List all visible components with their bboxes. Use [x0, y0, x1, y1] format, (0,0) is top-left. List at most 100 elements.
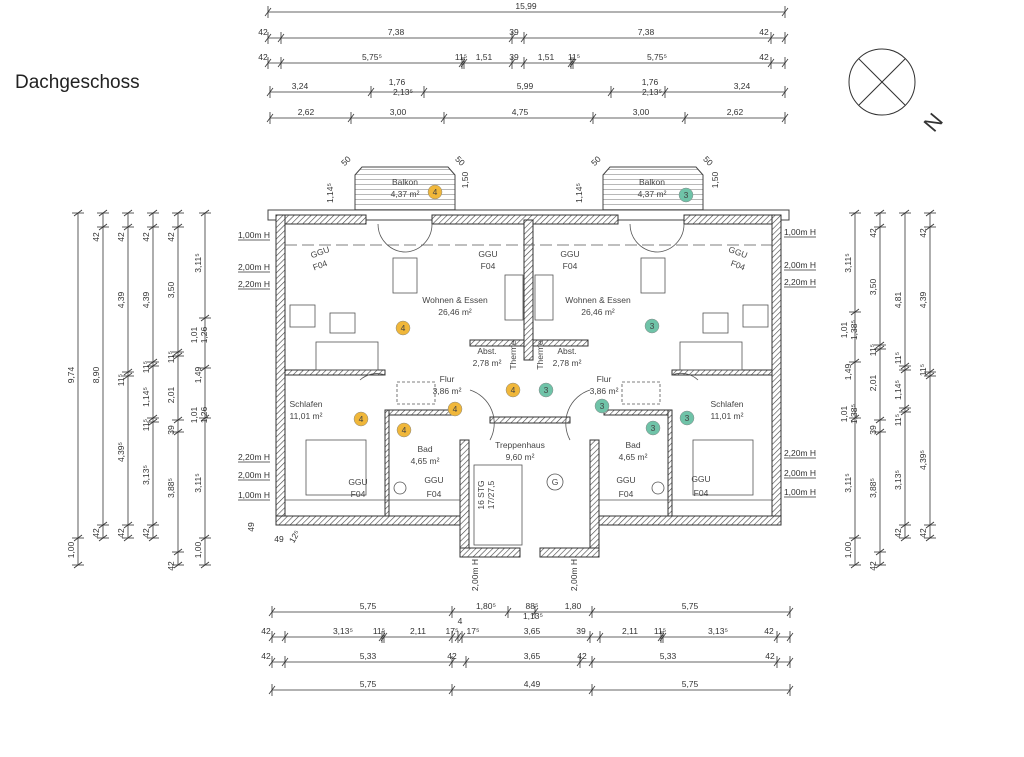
dimension-label: 4,39 — [141, 291, 151, 308]
dimension-label: 1,01 — [189, 326, 199, 343]
fixture-label: GGU — [560, 249, 579, 259]
dimension-label: 1,00 — [193, 541, 203, 558]
small-dimension-label: 1,14⁵ — [574, 183, 584, 203]
dimension-label: 3,50 — [868, 278, 878, 295]
dimension-label: 11⁵ — [373, 626, 385, 636]
fixture-label: F04 — [619, 489, 634, 499]
small-dimension-label: 12⁵ — [287, 528, 302, 544]
room-area: 4,65 m² — [411, 456, 440, 466]
dimension-label: 39 — [868, 425, 878, 435]
dimension-label: 42 — [166, 232, 176, 242]
dimension-label: 8,90 — [91, 366, 101, 383]
ceiling-height-label: 2,20m H — [238, 279, 270, 289]
room-name: Wohnen & Essen — [422, 295, 488, 305]
dimension-label: 1,49 — [843, 363, 853, 380]
small-dimension-label: 49 — [246, 522, 256, 532]
unit-badge-label: 4 — [453, 404, 458, 414]
dimension-label: 42 — [918, 528, 928, 538]
dimension-label: 5,33 — [660, 651, 677, 661]
unit-badge-label: 4 — [433, 187, 438, 197]
dimension-label: 5,75⁵ — [647, 52, 667, 62]
dimension-label: 11⁵ — [868, 344, 878, 356]
small-dimension-label: 50 — [339, 154, 353, 168]
ceiling-height-label: 1,00m H — [784, 227, 816, 237]
dimension-label: 3,88⁵ — [166, 478, 176, 498]
dimension-label: 3,00 — [633, 107, 650, 117]
dimension-label: 39 — [166, 425, 176, 435]
room-area: 2,78 m² — [553, 358, 582, 368]
dimension-label: 42 — [261, 626, 271, 636]
room-name: Bad — [625, 440, 640, 450]
dimension-label: 3,88⁵ — [868, 478, 878, 498]
room-name: Schlafen — [289, 399, 322, 409]
dimension-label: 1,01 — [839, 321, 849, 338]
room-name: Schlafen — [710, 399, 743, 409]
dimension-label: 42 — [577, 651, 587, 661]
fixture-label: F04 — [694, 488, 709, 498]
dimension-label: 17⁵ — [467, 626, 480, 636]
dimension-label: 9,74 — [66, 366, 76, 383]
ceiling-height-label: 2,20m H — [784, 448, 816, 458]
dimension-label: 1,76 — [389, 77, 406, 87]
fixture-label: F04 — [427, 489, 442, 499]
unit-badge-label: 3 — [544, 385, 549, 395]
dimension-label: 3,13⁵ — [333, 626, 353, 636]
north-label: N — [919, 108, 948, 136]
unit-badge-label: 3 — [684, 190, 689, 200]
doors — [359, 223, 699, 441]
room-name: Wohnen & Essen — [565, 295, 631, 305]
unit-badge-icon — [447, 401, 463, 417]
dimension-label: 42 — [116, 232, 126, 242]
dimension-label: 17⁵ — [446, 626, 459, 636]
fixture-label: 16 STG — [476, 480, 486, 509]
dimension-label: 11⁵ — [141, 419, 151, 431]
dimension-label: 1,14⁵ — [141, 387, 151, 407]
dimension-label: 15,99 — [515, 1, 537, 11]
fixture-label: 17/27,5 — [486, 481, 496, 510]
unit-badge-icon — [538, 382, 554, 398]
dimension-label: 3,65 — [524, 626, 541, 636]
dimension-label: 4,39 — [116, 291, 126, 308]
room-name: Treppenhaus — [495, 440, 545, 450]
dimension-label: 3,13⁵ — [893, 470, 903, 490]
dimension-label: 3,11⁵ — [193, 473, 203, 492]
dimension-label: 39 — [576, 626, 586, 636]
small-dimension-label: 49 — [274, 534, 284, 544]
dimension-label: 2,62 — [727, 107, 744, 117]
fixture-label: Therme — [508, 340, 518, 370]
dimension-label: 42 — [261, 651, 271, 661]
north-arrow-icon: N — [848, 48, 948, 136]
dimension-label: 3,65 — [524, 651, 541, 661]
ceiling-height-label: 2,00m H — [470, 559, 480, 591]
dimension-label: 39 — [509, 52, 519, 62]
furniture — [289, 257, 769, 546]
dimension-label: 1,13⁵ — [523, 611, 543, 621]
ceiling-height-label: 1,00m H — [238, 490, 270, 500]
dimension-label: 42 — [447, 651, 457, 661]
room-area: 9,60 m² — [506, 452, 535, 462]
dimension-label: 5,99 — [517, 81, 534, 91]
dimension-label: 2,13⁵ — [393, 87, 413, 97]
dimension-label: 42 — [141, 232, 151, 242]
dimension-label: 5,75 — [360, 601, 377, 611]
dimension-label: 1,01 — [189, 406, 199, 423]
unit-badge-label: 3 — [650, 321, 655, 331]
fixture-label: G — [552, 477, 559, 487]
ceiling-height-label: 2,00m H — [569, 559, 579, 591]
ceiling-height-label: 2,00m H — [238, 262, 270, 272]
unit-badge-icon — [644, 318, 660, 334]
dimension-label: 42 — [764, 626, 774, 636]
dimension-label: 42 — [91, 232, 101, 242]
room-area: 11,01 m² — [711, 411, 744, 421]
dimension-label: 3,50 — [166, 281, 176, 298]
ceiling-height-label: 2,20m H — [784, 277, 816, 287]
dimension-label: 5,75 — [682, 679, 699, 689]
unit-badge-label: 4 — [401, 323, 406, 333]
room-name: Balkon — [639, 177, 665, 187]
dimension-label: 42 — [166, 561, 176, 571]
unit-badge-icon — [678, 187, 694, 203]
dimension-label: 1,00 — [843, 541, 853, 558]
room-name: Balkon — [392, 177, 418, 187]
small-dimension-label: 1,50 — [710, 171, 720, 188]
